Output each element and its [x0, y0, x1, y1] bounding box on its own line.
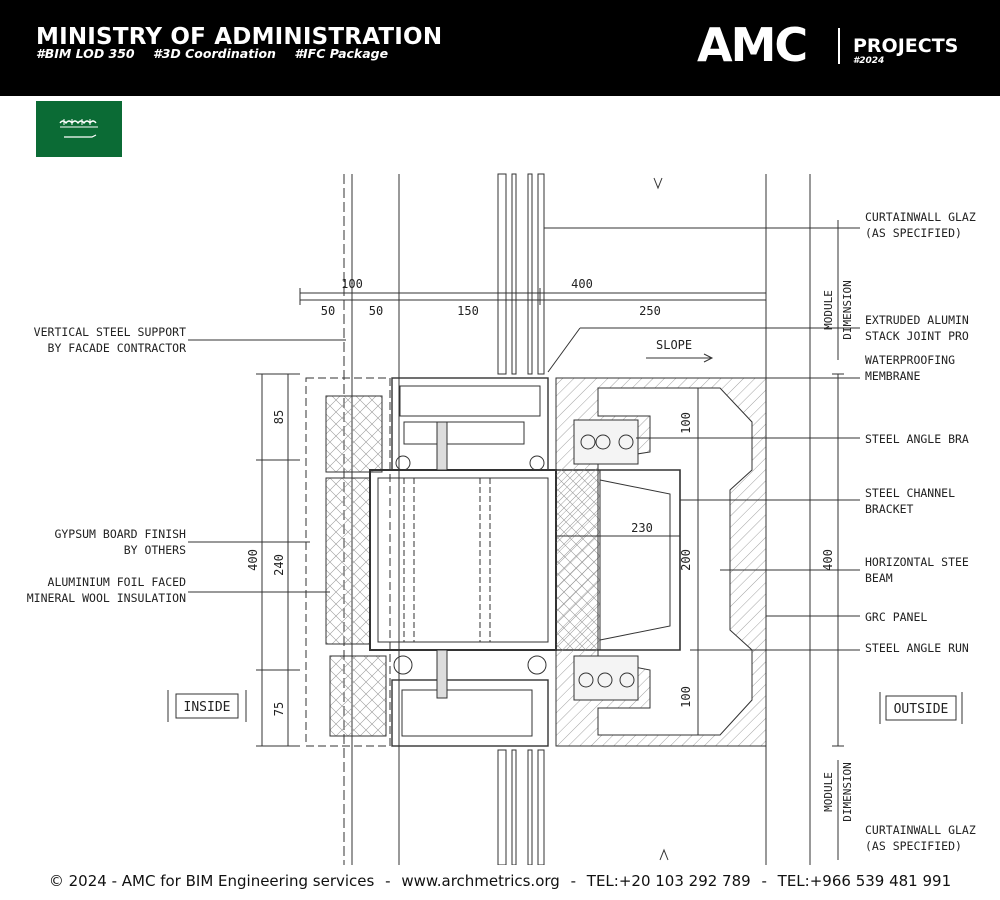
tag-ifc: #IFC Package: [294, 46, 389, 61]
slope-label: SLOPE: [656, 338, 692, 352]
projects-label: PROJECTS: [853, 35, 959, 57]
project-tags: #BIM LOD 350 #3D Coordination #IFC Packa…: [36, 46, 402, 61]
label-aluminium-foil: ALUMINIUM FOIL FACED: [48, 575, 187, 589]
footer-website[interactable]: www.archmetrics.org: [401, 872, 560, 890]
outside-label: OUTSIDE: [894, 702, 949, 717]
facade-section-drawing: VERTICAL STEEL SUPPORT BY FACADE CONTRAC…: [27, 173, 976, 865]
dim-50-b: 50: [369, 304, 383, 318]
amc-logo: AMC: [697, 18, 808, 72]
footer-copyright: © 2024 - AMC for BIM Engineering service…: [48, 872, 375, 890]
footer-tel-saudi: TEL:+966 539 481 991: [777, 872, 952, 890]
dim-50-a: 50: [321, 304, 335, 318]
dim-100: 100: [341, 277, 363, 291]
footer-tel-egypt: TEL:+20 103 292 789: [586, 872, 751, 890]
dim-100-inner-bottom: 100: [679, 686, 693, 708]
header-banner: MINISTRY OF ADMINISTRATION #BIM LOD 350 …: [0, 0, 1000, 96]
label-grc-panel: GRC PANEL: [865, 610, 927, 624]
label-steel-angle-bracket: STEEL ANGLE BRA: [865, 432, 969, 446]
label-beam: BEAM: [865, 571, 893, 585]
dim-150: 150: [457, 304, 479, 318]
label-curtainwall-bottom: CURTAINWALL GLAZ: [865, 823, 976, 837]
logo-divider: [838, 28, 840, 64]
label-horizontal-steel: HORIZONTAL STEE: [865, 555, 969, 569]
dimension-label-bottom: DIMENSION: [841, 762, 854, 822]
tag-bim: #BIM LOD 350: [36, 46, 135, 61]
label-gypsum-board: GYPSUM BOARD FINISH: [54, 527, 186, 541]
label-waterproofing: WATERPROOFING: [865, 353, 955, 367]
dim-230: 230: [631, 521, 653, 535]
label-facade-contractor: BY FACADE CONTRACTOR: [48, 341, 187, 355]
module-label-bottom: MODULE: [822, 772, 835, 812]
label-vertical-steel-support: VERTICAL STEEL SUPPORT: [34, 325, 186, 339]
label-curtainwall-top: CURTAINWALL GLAZ: [865, 210, 976, 224]
dim-85: 85: [272, 410, 286, 424]
dim-400-left: 400: [246, 549, 260, 571]
inside-label: INSIDE: [184, 700, 231, 715]
dim-100-inner-top: 100: [679, 412, 693, 434]
dim-75: 75: [272, 702, 286, 716]
label-as-specified-top: (AS SPECIFIED): [865, 226, 962, 240]
dim-200: 200: [679, 549, 693, 571]
project-title: MINISTRY OF ADMINISTRATION: [36, 24, 443, 50]
label-extruded-aluminium: EXTRUDED ALUMIN: [865, 313, 969, 327]
footer-contact: © 2024 - AMC for BIM Engineering service…: [48, 872, 952, 890]
label-steel-angle-runner: STEEL ANGLE RUN: [865, 641, 969, 655]
dim-400-right: 400: [821, 549, 835, 571]
module-label-top: MODULE: [822, 290, 835, 330]
dim-400-top: 400: [571, 277, 593, 291]
dimension-label-top: DIMENSION: [841, 280, 854, 340]
label-by-others: BY OTHERS: [124, 543, 186, 557]
saudi-flag-icon: [36, 101, 122, 157]
tag-coordination: #3D Coordination: [153, 46, 276, 61]
projects-year: #2024: [853, 56, 885, 66]
label-stack-joint: STACK JOINT PRO: [865, 329, 969, 343]
label-membrane: MEMBRANE: [865, 369, 920, 383]
label-mineral-wool: MINERAL WOOL INSULATION: [27, 591, 186, 605]
dim-250: 250: [639, 304, 661, 318]
label-bracket: BRACKET: [865, 502, 914, 516]
label-steel-channel: STEEL CHANNEL: [865, 486, 955, 500]
dim-240: 240: [272, 554, 286, 576]
label-as-specified-bottom: (AS SPECIFIED): [865, 839, 962, 853]
